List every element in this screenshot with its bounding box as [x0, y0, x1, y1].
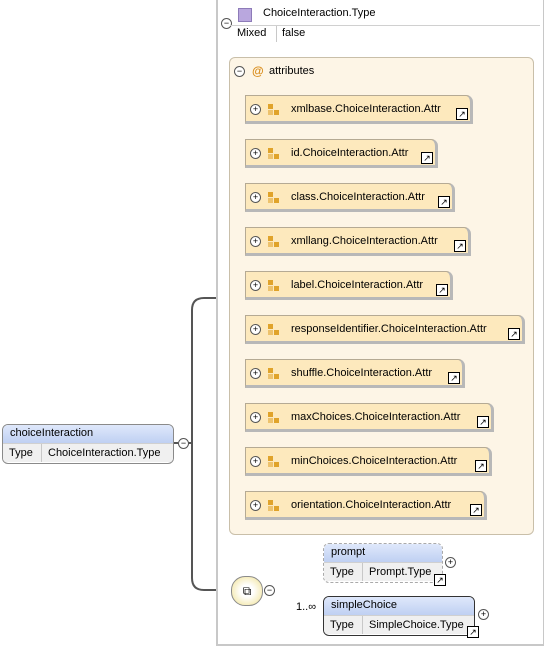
attribute-name: minChoices.ChoiceInteraction.Attr [291, 455, 458, 467]
simple-choice-type-value: SimpleChoice.Type [369, 619, 464, 631]
prompt-type-value: Prompt.Type [369, 566, 432, 578]
mixed-value: false [282, 27, 306, 39]
expand-attribute-toggle[interactable]: + [250, 412, 261, 423]
simple-choice-link-icon[interactable]: ↗ [467, 626, 479, 638]
root-element-type-row: Type ChoiceInteraction.Type [3, 443, 173, 462]
attribute-group-icon [268, 192, 279, 203]
attribute-link-icon[interactable]: ↗ [438, 196, 450, 208]
prompt-link-icon[interactable]: ↗ [434, 574, 446, 586]
prompt-type-row: Type Prompt.Type [324, 562, 442, 581]
attribute-link-icon[interactable]: ↗ [421, 152, 433, 164]
attribute-item[interactable]: + minChoices.ChoiceInteraction.Attr ↗ [245, 447, 492, 476]
attribute-item[interactable]: + maxChoices.ChoiceInteraction.Attr ↗ [245, 403, 494, 432]
collapse-type-toggle[interactable]: − [221, 18, 232, 29]
attribute-link-icon[interactable]: ↗ [456, 108, 468, 120]
attribute-item[interactable]: + class.ChoiceInteraction.Attr ↗ [245, 183, 455, 212]
attribute-name: xmllang.ChoiceInteraction.Attr [291, 235, 438, 247]
root-element-name: choiceInteraction [3, 425, 173, 443]
attribute-group-icon [268, 280, 279, 291]
complex-type-icon [238, 8, 252, 22]
attribute-name: maxChoices.ChoiceInteraction.Attr [291, 411, 461, 423]
expand-attribute-toggle[interactable]: + [250, 280, 261, 291]
attribute-group-icon [268, 148, 279, 159]
simple-choice-element-name: simpleChoice [324, 597, 474, 615]
attribute-name: orientation.ChoiceInteraction.Attr [291, 499, 452, 511]
attribute-link-icon[interactable]: ↗ [448, 372, 460, 384]
expand-attribute-toggle[interactable]: + [250, 456, 261, 467]
attribute-group-icon [268, 104, 279, 115]
attribute-name: responseIdentifier.ChoiceInteraction.Att… [291, 323, 487, 335]
attribute-item[interactable]: + orientation.ChoiceInteraction.Attr ↗ [245, 491, 487, 520]
expand-simple-choice-toggle[interactable]: + [478, 609, 489, 620]
root-element[interactable]: choiceInteraction Type ChoiceInteraction… [2, 424, 174, 464]
expand-attribute-toggle[interactable]: + [250, 236, 261, 247]
prompt-element[interactable]: prompt Type Prompt.Type [323, 543, 443, 583]
attribute-item[interactable]: + xmlbase.ChoiceInteraction.Attr ↗ [245, 95, 473, 124]
attribute-group-icon [268, 236, 279, 247]
at-icon: @ [252, 64, 264, 78]
expand-attribute-toggle[interactable]: + [250, 500, 261, 511]
attribute-name: class.ChoiceInteraction.Attr [291, 191, 425, 203]
type-title: ChoiceInteraction.Type [263, 7, 376, 19]
expand-attribute-toggle[interactable]: + [250, 104, 261, 115]
attribute-link-icon[interactable]: ↗ [470, 504, 482, 516]
attribute-name: xmlbase.ChoiceInteraction.Attr [291, 103, 441, 115]
expand-attribute-toggle[interactable]: + [250, 324, 261, 335]
attribute-link-icon[interactable]: ↗ [508, 328, 520, 340]
expand-attribute-toggle[interactable]: + [250, 148, 261, 159]
attribute-group-icon [268, 412, 279, 423]
collapse-sequence-toggle[interactable]: − [264, 585, 275, 596]
expand-attribute-toggle[interactable]: + [250, 192, 261, 203]
sequence-compositor-icon[interactable]: ⧉ [231, 576, 263, 606]
mixed-key: Mixed [237, 27, 267, 39]
attribute-item[interactable]: + label.ChoiceInteraction.Attr ↗ [245, 271, 453, 300]
attribute-link-icon[interactable]: ↗ [436, 284, 448, 296]
expand-prompt-toggle[interactable]: + [445, 557, 456, 568]
attributes-label: attributes [269, 65, 315, 77]
attribute-link-icon[interactable]: ↗ [475, 460, 487, 472]
collapse-attributes-toggle[interactable]: − [234, 66, 245, 77]
attribute-item[interactable]: + xmllang.ChoiceInteraction.Attr ↗ [245, 227, 471, 256]
simple-choice-type-row: Type SimpleChoice.Type [324, 615, 474, 634]
root-type-value: ChoiceInteraction.Type [48, 447, 161, 459]
attribute-name: shuffle.ChoiceInteraction.Attr [291, 367, 433, 379]
simple-choice-type-key: Type [324, 616, 363, 634]
attribute-group-icon [268, 456, 279, 467]
prompt-element-name: prompt [324, 544, 442, 562]
root-type-key: Type [3, 444, 42, 462]
attribute-name: label.ChoiceInteraction.Attr [291, 279, 424, 291]
simple-choice-element[interactable]: simpleChoice Type SimpleChoice.Type [323, 596, 475, 636]
attribute-group-icon [268, 500, 279, 511]
expand-attribute-toggle[interactable]: + [250, 368, 261, 379]
attribute-item[interactable]: + shuffle.ChoiceInteraction.Attr ↗ [245, 359, 465, 388]
attribute-group-icon [268, 324, 279, 335]
attribute-item[interactable]: + id.ChoiceInteraction.Attr ↗ [245, 139, 438, 168]
attribute-name: id.ChoiceInteraction.Attr [291, 147, 409, 159]
attribute-link-icon[interactable]: ↗ [454, 240, 466, 252]
collapse-root-toggle[interactable]: − [178, 438, 189, 449]
attribute-link-icon[interactable]: ↗ [477, 416, 489, 428]
mixed-separator [276, 26, 277, 42]
mixed-row [230, 25, 540, 43]
attribute-group-icon [268, 368, 279, 379]
simple-choice-cardinality: 1..∞ [296, 601, 317, 613]
attribute-item[interactable]: + responseIdentifier.ChoiceInteraction.At… [245, 315, 525, 344]
prompt-type-key: Type [324, 563, 363, 581]
